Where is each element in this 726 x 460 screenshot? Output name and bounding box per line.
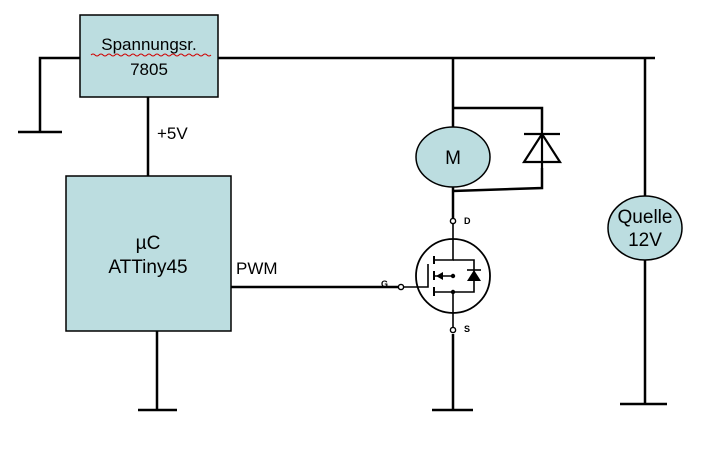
source-circle (607, 195, 683, 261)
regulator-ground-wire (38, 56, 80, 132)
mosfet-gate-pin: G (381, 279, 388, 289)
motor-circle (415, 126, 491, 188)
pwm-label: PWM (236, 259, 278, 278)
mosfet-source-pin: S (464, 324, 470, 334)
mcu-box (65, 175, 232, 332)
spellcheck-underline (90, 53, 212, 57)
freewheel-diode-icon (521, 130, 563, 168)
diode-bottom-wire (452, 168, 544, 193)
mosfet-icon (397, 217, 491, 334)
source-name: Quelle (618, 207, 673, 228)
source-voltage: 12V (628, 230, 662, 251)
mcu-part: ATTiny45 (108, 257, 187, 278)
mosfet-drain-pin: D (464, 216, 471, 226)
mcu-symbol: µC (136, 233, 161, 254)
motor-label: M (445, 148, 461, 169)
regulator-part: 7805 (130, 60, 168, 79)
supply-5v-label: +5V (157, 124, 188, 143)
regulator-name: Spannungsr. (101, 35, 196, 54)
diode-top-wire (453, 106, 544, 130)
regulator-box (79, 14, 219, 98)
